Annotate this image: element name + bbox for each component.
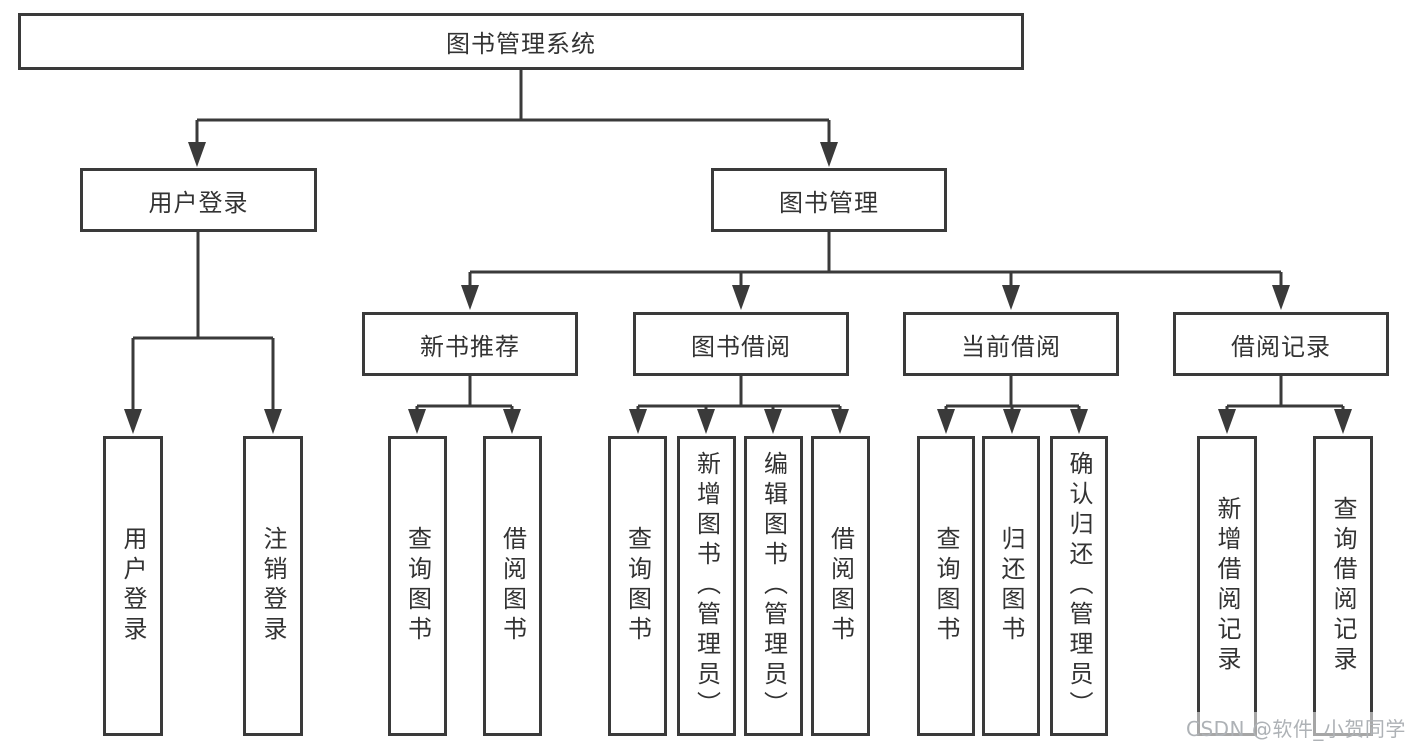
leaf-label: 查询借阅记录 [1329, 496, 1357, 676]
node-leaf-cb-confirm-return-admin: 确认归还（管理员） [1050, 436, 1108, 736]
arrowhead-icon [1272, 285, 1290, 310]
arrowhead-icon [408, 409, 426, 434]
node-user-login: 用户登录 [80, 168, 317, 232]
arrowhead-icon [1003, 409, 1021, 434]
arrowhead-icon [124, 409, 142, 434]
leaf-label: 归还图书 [997, 526, 1025, 646]
leaf-label: 查询图书 [932, 526, 960, 646]
arrowhead-icon [831, 409, 849, 434]
leaf-label: 借阅图书 [826, 526, 855, 646]
node-leaf-cb-query-books: 查询图书 [917, 436, 975, 736]
arrowhead-icon [937, 409, 955, 434]
leaf-label: 新增借阅记录 [1213, 496, 1241, 676]
leaf-label: 注销登录 [259, 526, 287, 646]
node-leaf-bb-borrow-books: 借阅图书 [811, 436, 870, 736]
arrowhead-icon [264, 409, 282, 434]
leaf-label: 借阅图书 [498, 526, 527, 646]
node-leaf-logout: 注销登录 [243, 436, 303, 736]
node-leaf-user-login: 用户登录 [103, 436, 163, 736]
arrowhead-icon [188, 142, 206, 167]
leaf-label: 新增图书（管理员） [692, 451, 721, 721]
connector-new-book-recommend [415, 376, 514, 413]
leaf-label: 查询图书 [403, 526, 432, 646]
arrowhead-icon [1002, 285, 1020, 310]
leaf-label: 用户登录 [119, 526, 147, 646]
arrowhead-icon [764, 409, 782, 434]
node-borrow-records: 借阅记录 [1173, 312, 1389, 376]
node-leaf-nb-query-books: 查询图书 [388, 436, 447, 736]
leaf-label: 确认归还（管理员） [1065, 451, 1093, 721]
arrowhead-icon [732, 285, 750, 310]
arrowheads [124, 142, 1352, 434]
node-leaf-br-query-record: 查询借阅记录 [1313, 436, 1373, 736]
node-new-book-recommend: 新书推荐 [362, 312, 578, 376]
connector-root [195, 70, 831, 146]
connector-book-management [468, 232, 1283, 289]
node-leaf-br-add-record: 新增借阅记录 [1197, 436, 1257, 736]
leaf-label: 编辑图书（管理员） [759, 451, 788, 721]
arrowhead-icon [1218, 409, 1236, 434]
arrowhead-icon [1334, 409, 1352, 434]
node-book-management: 图书管理 [711, 168, 947, 232]
connector-borrow-records [1225, 376, 1345, 413]
arrowhead-icon [461, 285, 479, 310]
connector-current-borrow [944, 376, 1081, 413]
node-leaf-cb-return-books: 归还图书 [982, 436, 1040, 736]
connector-book-borrow [636, 376, 842, 413]
arrowhead-icon [503, 409, 521, 434]
node-book-borrow: 图书借阅 [633, 312, 849, 376]
node-root: 图书管理系统 [18, 13, 1024, 70]
arrowhead-icon [629, 409, 647, 434]
node-leaf-nb-borrow-books: 借阅图书 [483, 436, 542, 736]
connector-user-login [131, 232, 275, 413]
node-leaf-bb-edit-books-admin: 编辑图书（管理员） [744, 436, 803, 736]
node-leaf-bb-add-books-admin: 新增图书（管理员） [677, 436, 736, 736]
watermark-text: CSDN @软件_小贺同学 [1182, 712, 1405, 743]
arrowhead-icon [820, 142, 838, 167]
arrowhead-icon [697, 409, 715, 434]
node-current-borrow: 当前借阅 [903, 312, 1119, 376]
node-leaf-bb-query-books: 查询图书 [608, 436, 667, 736]
arrowhead-icon [1070, 409, 1088, 434]
leaf-label: 查询图书 [623, 526, 652, 646]
